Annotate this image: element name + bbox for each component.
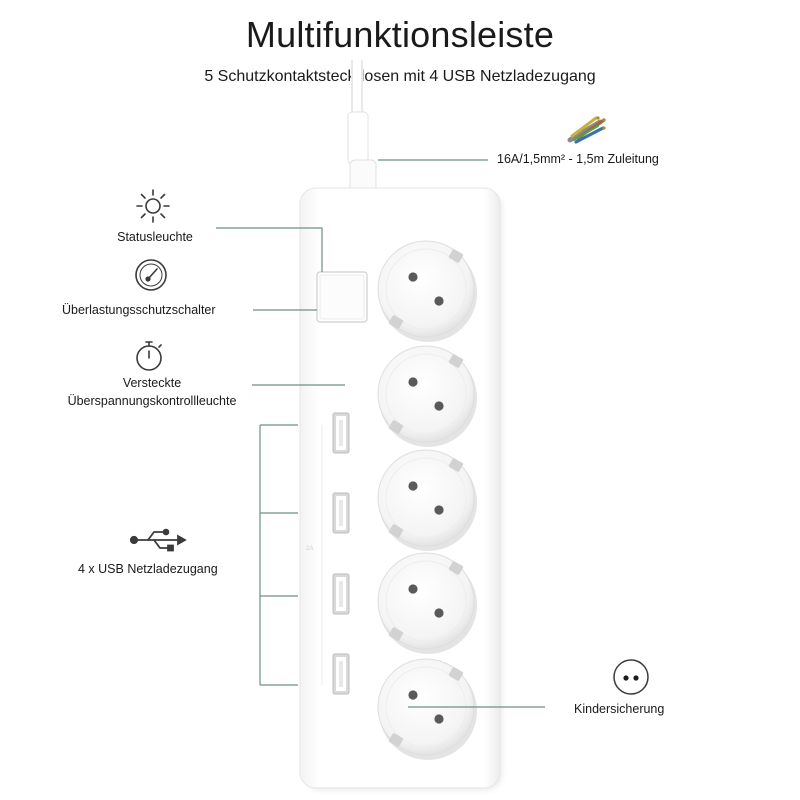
status-light-label: Statusleuchte	[117, 230, 193, 244]
socket-pin-hole	[434, 296, 444, 306]
socket-pin-hole	[434, 505, 444, 515]
gauge-icon	[135, 259, 167, 291]
overload-switch-label: Überlastungsschutzschalter	[62, 303, 216, 317]
socket-pin-hole	[434, 714, 444, 724]
leader-lines	[216, 159, 545, 708]
sockets	[377, 240, 477, 760]
page-subtitle: 5 Schutzkontaktsteckdosen mit 4 USB Netz…	[204, 68, 596, 85]
schuko-socket	[377, 345, 477, 447]
usb-icon	[129, 528, 187, 552]
child-safety-label: Kindersicherung	[574, 702, 665, 716]
socket-pin-hole	[434, 401, 444, 411]
sun-icon	[136, 189, 170, 223]
usb-rating-mark: 2A	[306, 546, 313, 552]
usb-port[interactable]	[332, 492, 350, 534]
usb-label: 4 x USB Netzladezugang	[78, 562, 218, 576]
socket-face-icon	[613, 659, 649, 695]
socket-pin-hole	[408, 272, 418, 282]
surge-light-label-line2: Überspannungskontrollleuchte	[67, 394, 237, 408]
surge-light-label-line1: Versteckte	[122, 376, 182, 390]
leader-usb-bracket	[259, 424, 298, 686]
cable-label: 16A/1,5mm² - 1,5m Zuleitung	[497, 152, 659, 166]
socket-pin-hole	[408, 584, 418, 594]
wire-ends-icon	[567, 116, 606, 144]
socket-pin-hole	[434, 608, 444, 618]
usb-port[interactable]	[332, 412, 350, 454]
surge-light-label: Versteckte Überspannungskontrollleuchte	[50, 374, 254, 410]
power-cable	[347, 60, 377, 203]
schuko-socket	[377, 449, 477, 551]
leader-status	[216, 227, 323, 272]
socket-pin-hole	[408, 481, 418, 491]
usb-port[interactable]	[332, 653, 350, 695]
schuko-socket	[377, 658, 477, 760]
schuko-socket	[377, 240, 477, 342]
socket-pin-hole	[408, 690, 418, 700]
usb-port[interactable]	[332, 573, 350, 615]
schuko-socket	[377, 552, 477, 654]
page-title: Multifunktionsleiste	[245, 14, 555, 55]
stopwatch-icon	[136, 341, 162, 371]
socket-pin-hole	[408, 377, 418, 387]
overload-switch[interactable]	[316, 271, 368, 323]
usb-ports	[332, 412, 350, 695]
